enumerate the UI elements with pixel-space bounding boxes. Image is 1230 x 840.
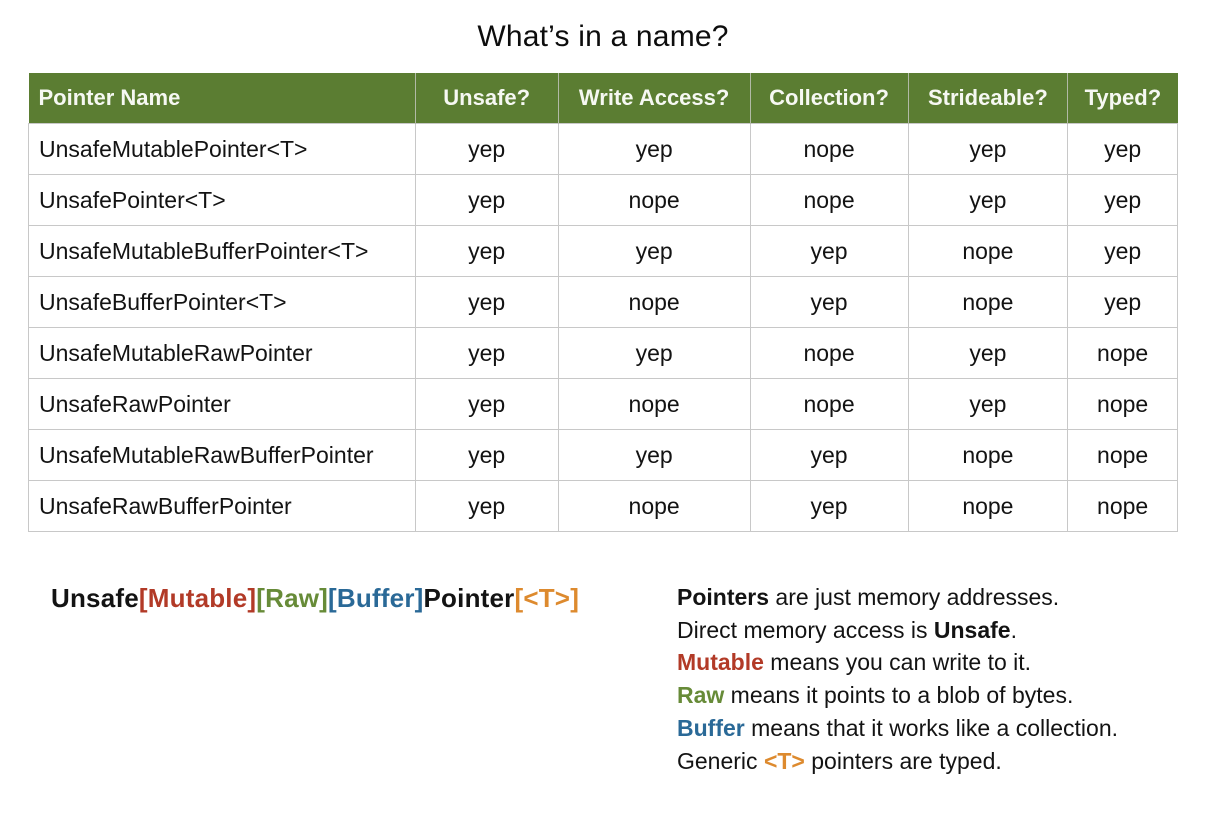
value-cell: yep	[749, 429, 909, 481]
pointer-name-cell: UnsafeBufferPointer<T>	[28, 276, 416, 328]
value-cell: yep	[414, 123, 559, 175]
value-cell: nope	[557, 378, 751, 430]
pointer-name-cell: UnsafeRawPointer	[28, 378, 416, 430]
value-cell: yep	[1067, 123, 1178, 175]
formula-segment-mutable: [Mutable]	[138, 583, 257, 613]
value-cell: nope	[1067, 480, 1178, 532]
value-cell: yep	[414, 276, 559, 328]
value-cell: yep	[1067, 276, 1178, 328]
legend-keyword: Buffer	[677, 714, 745, 741]
legend-keyword: Raw	[677, 682, 725, 709]
value-cell: nope	[749, 123, 909, 175]
legend-keyword: Unsafe	[933, 616, 1011, 643]
legend-line: Buffer means that it works like a collec…	[677, 712, 1118, 745]
legend-text: Direct memory access is	[677, 616, 934, 643]
formula-segment-buffer: [Buffer]	[328, 583, 424, 613]
value-cell: nope	[907, 480, 1069, 532]
column-header-typed: Typed?	[1067, 73, 1178, 124]
legend-line: Generic <T> pointers are typed.	[677, 745, 1118, 778]
formula-segment-unsafe: Unsafe	[51, 583, 139, 613]
legend: Pointers are just memory addresses.Direc…	[677, 581, 1118, 777]
legend-line: Mutable means you can write to it.	[677, 646, 1118, 679]
value-cell: yep	[749, 480, 909, 532]
value-cell: yep	[907, 378, 1069, 430]
value-cell: nope	[1067, 327, 1178, 379]
value-cell: nope	[749, 174, 909, 226]
legend-text: .	[1010, 616, 1017, 643]
value-cell: yep	[557, 225, 751, 277]
value-cell: yep	[1067, 225, 1178, 277]
value-cell: nope	[557, 276, 751, 328]
column-header-pointer-name: Pointer Name	[28, 73, 416, 124]
value-cell: yep	[557, 327, 751, 379]
value-cell: nope	[557, 174, 751, 226]
value-cell: yep	[749, 276, 909, 328]
value-cell: yep	[1067, 174, 1178, 226]
value-cell: yep	[414, 327, 559, 379]
formula: Unsafe[Mutable][Raw][Buffer]Pointer[<T>]	[51, 583, 579, 614]
value-cell: yep	[749, 225, 909, 277]
formula-segment-pointer: Pointer	[423, 583, 515, 613]
value-cell: yep	[414, 480, 559, 532]
value-cell: yep	[414, 225, 559, 277]
legend-text: are just memory addresses.	[769, 584, 1060, 610]
legend-text: means you can write to it.	[763, 649, 1032, 676]
value-cell: yep	[414, 174, 559, 226]
value-cell: nope	[907, 225, 1069, 277]
legend-line: Raw means it points to a blob of bytes.	[677, 679, 1118, 712]
value-cell: nope	[1067, 378, 1178, 430]
value-cell: yep	[557, 123, 751, 175]
legend-line: Pointers are just memory addresses.	[677, 581, 1118, 614]
value-cell: nope	[907, 276, 1069, 328]
column-header-unsafe: Unsafe?	[415, 73, 559, 124]
value-cell: yep	[414, 429, 559, 481]
value-cell: yep	[907, 123, 1069, 175]
pointer-name-cell: UnsafePointer<T>	[28, 174, 416, 226]
page-title: What’s in a name?	[477, 20, 729, 53]
value-cell: yep	[557, 429, 751, 481]
legend-text: means that it works like a collection.	[744, 714, 1119, 741]
formula-segment-raw: [Raw]	[256, 583, 329, 613]
formula-segment-generic: [<T>]	[514, 583, 580, 613]
value-cell: nope	[749, 327, 909, 379]
value-cell: nope	[749, 378, 909, 430]
pointer-name-cell: UnsafeMutableRawPointer	[28, 327, 416, 379]
value-cell: yep	[414, 378, 559, 430]
pointer-name-cell: UnsafeMutableRawBufferPointer	[28, 429, 416, 481]
legend-keyword: Mutable	[677, 649, 764, 676]
value-cell: nope	[557, 480, 751, 532]
column-header-collection: Collection?	[750, 73, 909, 124]
legend-line: Direct memory access is Unsafe.	[677, 614, 1118, 647]
legend-keyword: <T>	[763, 747, 805, 774]
pointer-name-cell: UnsafeMutableBufferPointer<T>	[28, 225, 416, 277]
pointer-name-cell: UnsafeRawBufferPointer	[28, 480, 416, 532]
legend-keyword: Pointers	[677, 584, 770, 610]
value-cell: yep	[907, 174, 1069, 226]
value-cell: nope	[1067, 429, 1178, 481]
value-cell: yep	[907, 327, 1069, 379]
legend-text: pointers are typed.	[804, 747, 1002, 774]
value-cell: nope	[907, 429, 1069, 481]
legend-text: means it points to a blob of bytes.	[724, 682, 1074, 709]
column-header-strideable: Strideable?	[908, 73, 1069, 124]
column-header-write-access: Write Access?	[558, 73, 751, 124]
pointer-name-cell: UnsafeMutablePointer<T>	[28, 123, 416, 175]
legend-text: Generic	[677, 747, 764, 774]
